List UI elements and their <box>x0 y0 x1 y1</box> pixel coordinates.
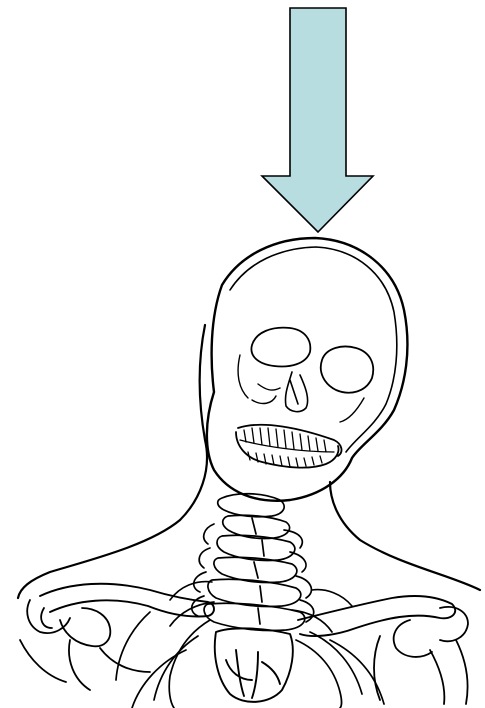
left-clavicle <box>40 584 214 617</box>
skull-inner-outline <box>230 247 397 452</box>
right-shoulder <box>374 607 468 704</box>
left-eye-socket <box>251 328 310 367</box>
sternum <box>215 628 293 702</box>
ribs <box>116 602 384 708</box>
right-eye-socket <box>321 347 373 393</box>
nasal-cavity <box>285 372 307 412</box>
down-arrow <box>262 8 373 232</box>
cheek-lines <box>238 355 364 422</box>
right-clavicle <box>298 596 455 636</box>
lower-jaw <box>236 432 339 468</box>
left-shoulder <box>20 600 150 690</box>
upper-teeth <box>240 428 334 452</box>
lower-teeth <box>248 452 322 467</box>
